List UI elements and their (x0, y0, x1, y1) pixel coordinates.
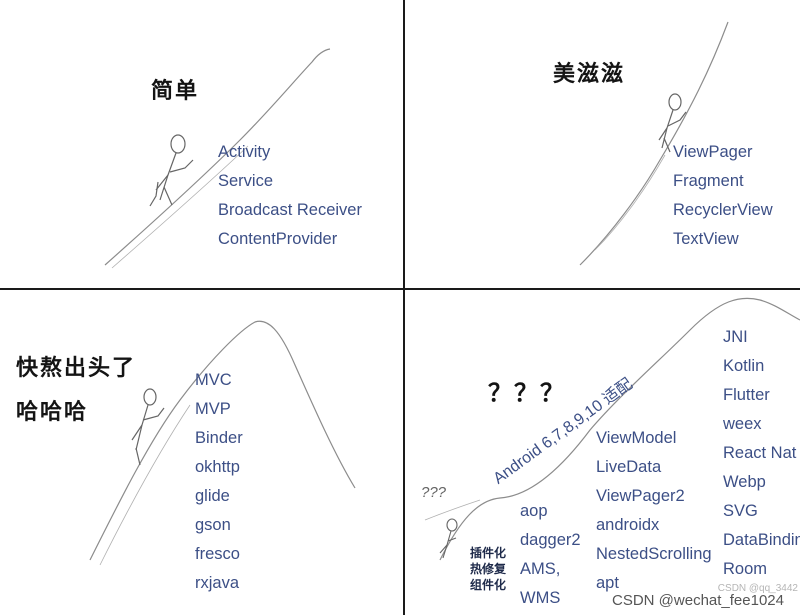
panel3-title-line1: 快熬出头了 (16, 356, 137, 381)
list-item: glide (195, 487, 230, 505)
panel4-side-labels: 插件化 热修复 组件化 (470, 545, 506, 593)
list-item: Binder (195, 429, 243, 447)
panel4-column-a: aop dagger2 AMS, WMS (520, 497, 581, 613)
panel3-item-list: MVC MVP Binder okhttp glide gson fresco … (195, 366, 243, 598)
panel3-mountain-inner (99, 404, 191, 566)
list-item: Activity (218, 143, 271, 161)
list-item: 组件化 (470, 578, 507, 592)
list-item: AMS, (520, 560, 561, 578)
panel4-hiker-figure (439, 518, 458, 559)
list-item: SVG (723, 502, 758, 520)
panel3-hiker-figure (131, 388, 165, 466)
list-item: Webp (723, 473, 766, 491)
panel3-title-line2: 哈哈哈 (16, 400, 89, 425)
panel4-hiker-question: ??? (421, 484, 447, 501)
list-item: ViewModel (596, 429, 677, 447)
list-item: DataBindin (723, 531, 800, 549)
list-item: NestedScrolling (596, 545, 712, 563)
list-item: Flutter (723, 386, 770, 404)
list-item: MVC (195, 371, 232, 389)
list-item: Room (723, 560, 768, 578)
list-item: 热修复 (470, 562, 507, 576)
list-item: ViewPager (673, 143, 753, 161)
list-item: MVP (195, 400, 231, 418)
list-item: weex (723, 415, 762, 433)
panel4-mountain-lower (424, 499, 481, 521)
list-item: dagger2 (520, 531, 581, 549)
list-item: gson (195, 516, 231, 534)
list-item: androidx (596, 516, 660, 534)
list-item: Kotlin (723, 357, 765, 375)
list-item: RecyclerView (673, 201, 773, 219)
panel2-item-list: ViewPager Fragment RecyclerView TextView (673, 138, 773, 254)
list-item: ContentProvider (218, 230, 338, 248)
list-item: fresco (195, 545, 240, 563)
list-item: Service (218, 172, 274, 190)
list-item: WMS (520, 589, 561, 607)
panel1-title: 简单 (151, 79, 200, 104)
list-item: LiveData (596, 458, 662, 476)
watermark-text: CSDN @wechat_fee1024 (612, 592, 784, 609)
list-item: Broadcast Receiver (218, 201, 362, 219)
list-item: ViewPager2 (596, 487, 685, 505)
panel2-mountain-slope-inner (594, 154, 666, 251)
panel1-item-list: Activity Service Broadcast Receiver Cont… (218, 138, 362, 254)
panel1-hiker-figure (149, 134, 194, 207)
list-item: Fragment (673, 172, 744, 190)
watermark-faint: CSDN @qq_3442 (717, 583, 798, 594)
list-item: JNI (723, 328, 748, 346)
list-item: React Nat (723, 444, 797, 462)
list-item: rxjava (195, 574, 240, 592)
list-item: 插件化 (470, 546, 507, 560)
list-item: TextView (673, 230, 739, 248)
panel2-title: 美滋滋 (553, 62, 626, 87)
panel4-column-c: JNI Kotlin Flutter weex React Nat Webp S… (723, 323, 800, 584)
list-item: aop (520, 502, 548, 520)
list-item: okhttp (195, 458, 240, 476)
panel4-column-b: ViewModel LiveData ViewPager2 androidx N… (596, 424, 712, 598)
panel4-title: ？？？ (488, 379, 566, 407)
list-item: apt (596, 574, 619, 592)
